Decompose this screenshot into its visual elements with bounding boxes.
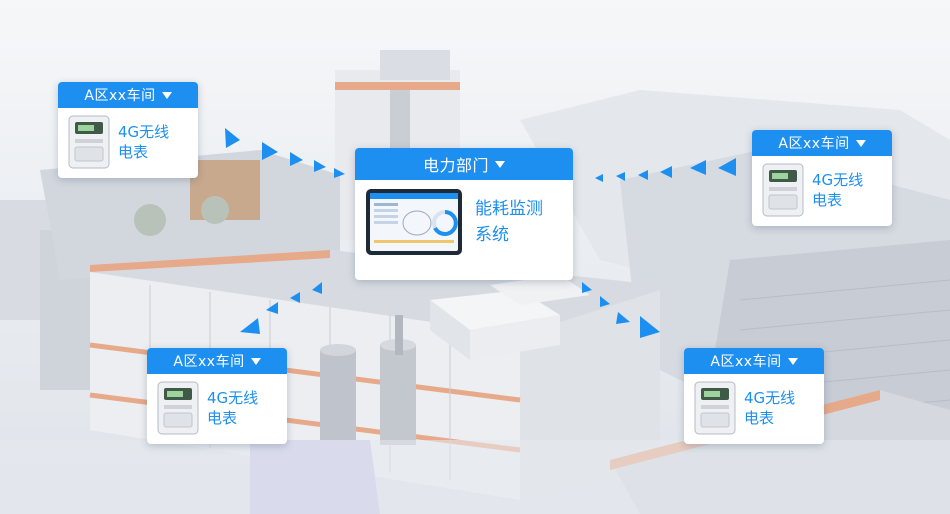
card-line2: 电表 [207, 409, 238, 427]
card-body: 4G无线 电表 [58, 108, 198, 176]
dropdown-arrow-icon[interactable] [855, 139, 866, 147]
electric-meter-icon [762, 163, 804, 217]
card-line2: 电表 [118, 143, 149, 161]
card-body: 4G无线 电表 [752, 156, 892, 224]
card-header-title: A区xx车间 [710, 354, 782, 370]
system-line1: 能耗监测 [475, 199, 543, 219]
dropdown-arrow-icon[interactable] [250, 357, 261, 365]
system-card-header[interactable]: 电力部门 [355, 148, 573, 180]
card-line1: 4G无线 [118, 123, 170, 141]
card-header[interactable]: A区xx车间 [684, 348, 824, 374]
card-body: 4G无线 电表 [147, 374, 287, 442]
card-line1: 4G无线 [744, 389, 796, 407]
electric-meter-icon [694, 381, 736, 435]
card-text: 4G无线 电表 [207, 388, 258, 428]
dropdown-arrow-icon[interactable] [495, 160, 505, 168]
system-card-body: 能耗监测 系统 [355, 180, 573, 264]
card-text: 4G无线 电表 [812, 170, 863, 210]
card-header-title: A区xx车间 [84, 88, 156, 104]
dropdown-arrow-icon[interactable] [161, 91, 172, 99]
energy-system-card[interactable]: 电力部门 能耗监测 系统 [355, 148, 573, 280]
card-header-title: A区xx车间 [173, 354, 245, 370]
card-header[interactable]: A区xx车间 [58, 82, 198, 108]
system-card-text: 能耗监测 系统 [475, 196, 543, 248]
dropdown-arrow-icon[interactable] [787, 357, 798, 365]
system-line2: 系统 [475, 225, 509, 245]
card-header[interactable]: A区xx车间 [752, 130, 892, 156]
card-line2: 电表 [812, 191, 843, 209]
meter-card-top-right[interactable]: A区xx车间 4G无线 电表 [752, 130, 892, 226]
card-text: 4G无线 电表 [744, 388, 795, 428]
electric-meter-icon [157, 381, 199, 435]
card-header[interactable]: A区xx车间 [147, 348, 287, 374]
card-line2: 电表 [744, 409, 775, 427]
card-body: 4G无线 电表 [684, 374, 824, 442]
card-line1: 4G无线 [812, 171, 864, 189]
card-text: 4G无线 电表 [118, 122, 169, 162]
electric-meter-icon [68, 115, 110, 169]
meter-card-bottom-left[interactable]: A区xx车间 4G无线 电表 [147, 348, 287, 444]
card-header-title: A区xx车间 [778, 136, 850, 152]
dashboard-tablet-icon [366, 189, 462, 255]
card-line1: 4G无线 [207, 389, 259, 407]
system-card-title: 电力部门 [422, 156, 489, 175]
meter-card-bottom-right[interactable]: A区xx车间 4G无线 电表 [684, 348, 824, 444]
meter-card-top-left[interactable]: A区xx车间 4G无线 电表 [58, 82, 198, 178]
